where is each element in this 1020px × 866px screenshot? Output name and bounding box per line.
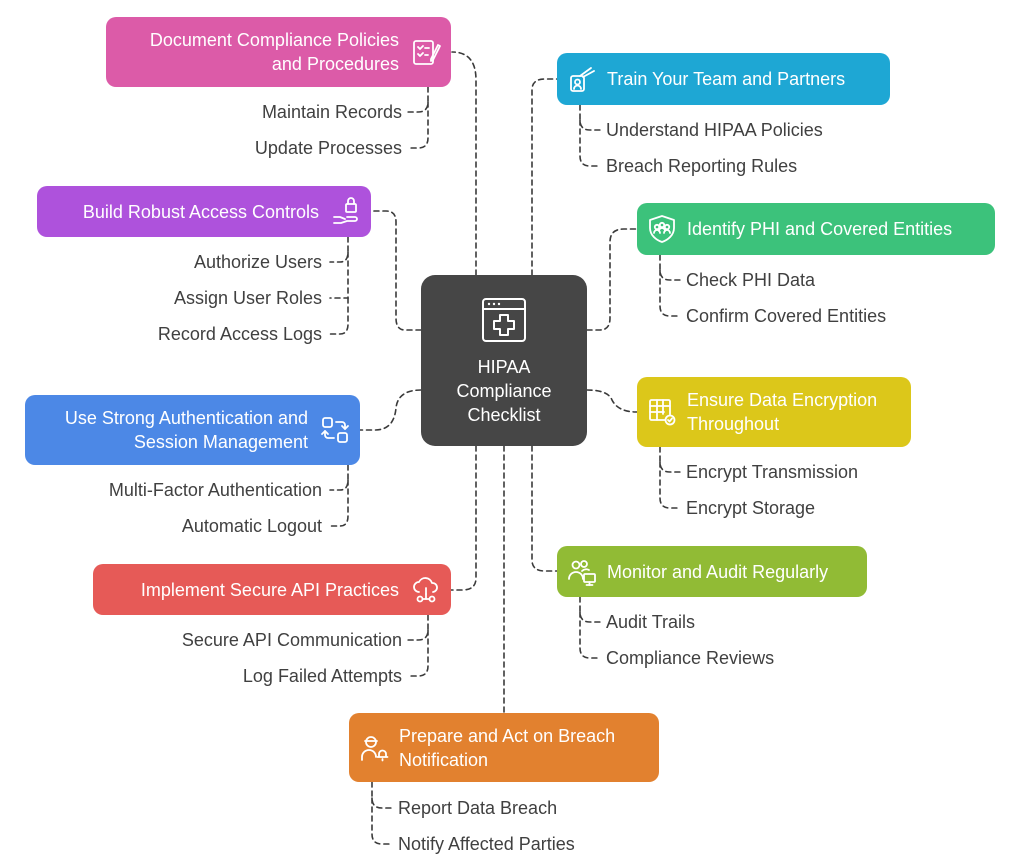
sub-item: Audit Trails <box>606 612 696 632</box>
center-node: HIPAA Compliance Checklist <box>421 275 587 446</box>
branch-breach-notification: Prepare and Act on Breach Notification <box>349 713 659 782</box>
sub-item: Maintain Records <box>261 102 402 122</box>
branch-label: Implement Secure API Practices <box>140 579 399 600</box>
cloud-plug-icon <box>411 575 441 605</box>
sub-item: Authorize Users <box>193 252 322 272</box>
branch-label: Monitor and Audit Regularly <box>607 561 829 582</box>
branch-label: Document Compliance Policies and Procedu… <box>149 30 399 74</box>
branch-monitor-audit: Monitor and Audit Regularly <box>557 546 867 597</box>
branch-label: Build Robust Access Controls <box>82 201 319 222</box>
sub-item: Multi-Factor Authentication <box>108 480 322 500</box>
branch-train-team: Train Your Team and Partners <box>557 53 890 105</box>
sub-item: Record Access Logs <box>157 324 322 344</box>
medical-app-icon <box>481 297 527 343</box>
branch-label: Use Strong Authentication and Session Ma… <box>64 408 308 452</box>
branch-label: Train Your Team and Partners <box>607 69 846 89</box>
agent-bell-icon <box>359 733 389 763</box>
branch-data-encryption: Ensure Data Encryption Throughout <box>637 377 911 447</box>
sub-item: Breach Reporting Rules <box>606 156 798 176</box>
swap-arrows-icon <box>320 415 350 445</box>
shield-users-icon <box>647 214 677 244</box>
branch-label: Identify PHI and Covered Entities <box>687 219 953 239</box>
sub-item: Compliance Reviews <box>606 648 775 668</box>
sub-item: Update Processes <box>254 138 402 158</box>
sub-item: Automatic Logout <box>181 516 322 536</box>
branch-document-policies: Document Compliance Policies and Procedu… <box>106 17 451 87</box>
branch-authentication: Use Strong Authentication and Session Ma… <box>25 395 360 465</box>
center-title: HIPAA Compliance Checklist <box>456 357 552 425</box>
presenter-badge-icon <box>567 64 597 94</box>
sub-item: Check PHI Data <box>686 270 816 290</box>
sub-item: Confirm Covered Entities <box>686 306 887 326</box>
branch-access-controls: Build Robust Access Controls <box>37 186 371 237</box>
branch-identify-phi: Identify PHI and Covered Entities <box>637 203 995 255</box>
sub-item: Understand HIPAA Policies <box>606 120 823 140</box>
checklist-pencil-icon <box>411 37 441 67</box>
hand-lock-icon <box>331 196 361 227</box>
table-lock-icon <box>647 397 677 427</box>
branch-secure-api: Implement Secure API Practices <box>93 564 451 615</box>
sub-item: Notify Affected Parties <box>398 834 575 854</box>
sub-item: Log Failed Attempts <box>242 666 402 686</box>
sub-item: Encrypt Storage <box>686 498 816 518</box>
branch-label: Ensure Data Encryption Throughout <box>687 390 878 434</box>
sub-item: Encrypt Transmission <box>686 462 859 482</box>
users-monitor-icon <box>567 557 597 587</box>
sub-item: Report Data Breach <box>398 798 558 818</box>
branch-label: Prepare and Act on Breach Notification <box>399 725 616 770</box>
sub-item: Secure API Communication <box>181 630 402 650</box>
sub-item: Assign User Roles <box>173 288 322 308</box>
